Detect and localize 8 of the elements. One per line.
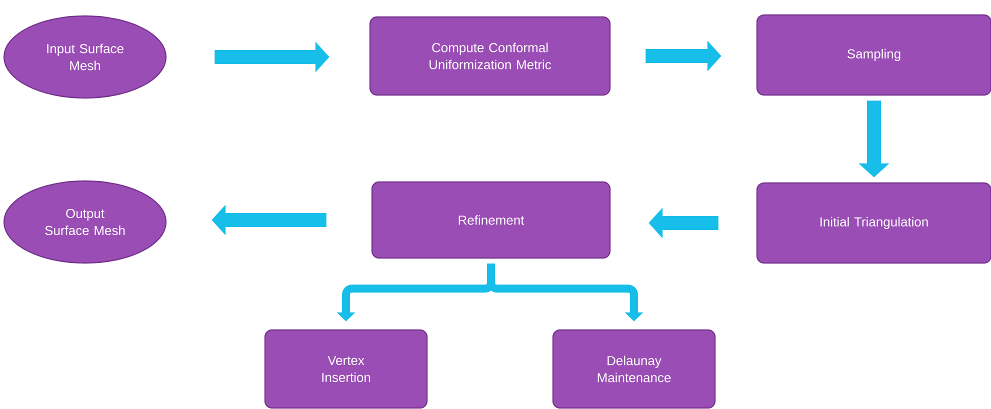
process-box: Compute Conformal Uniformization Metric bbox=[369, 16, 611, 96]
process-box: Initial Triangulation bbox=[756, 182, 991, 264]
process-box: Delaunay Maintenance bbox=[552, 329, 716, 409]
ellipse-node: Output Surface Mesh bbox=[3, 180, 167, 264]
process-box: Vertex Insertion bbox=[264, 329, 428, 409]
process-box: Sampling bbox=[756, 14, 991, 96]
ellipse-node: Input Surface Mesh bbox=[3, 15, 167, 99]
process-box: Refinement bbox=[371, 181, 611, 259]
